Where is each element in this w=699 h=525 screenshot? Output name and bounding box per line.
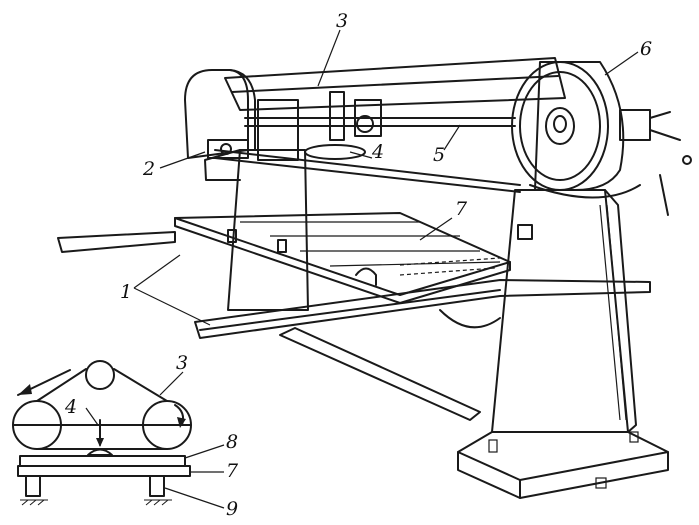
label-frame: 1 (120, 281, 133, 303)
left-pulley (184, 69, 256, 159)
right-pulley (511, 61, 692, 216)
label-schematic-belt: 3 (176, 352, 189, 374)
left-pedestal (204, 99, 309, 311)
label-guide-rod: 5 (433, 144, 446, 166)
right-pedestal (457, 189, 669, 499)
leader-lines (85, 29, 639, 509)
label-pulley-right: 6 (640, 38, 653, 60)
label-pressure-pad: 4 (372, 141, 385, 163)
label-pulley-left: 2 (143, 158, 156, 180)
label-schematic-table: 7 (226, 460, 239, 482)
label-schematic-pad: 4 (65, 396, 78, 418)
sliding-table (174, 212, 511, 304)
top-beam (214, 57, 566, 193)
label-table-support: 9 (226, 498, 239, 520)
label-workpiece: 8 (226, 431, 239, 453)
rails (57, 231, 651, 421)
schematic (12, 360, 192, 506)
label-belt: 3 (336, 10, 349, 32)
label-table: 7 (455, 198, 468, 220)
